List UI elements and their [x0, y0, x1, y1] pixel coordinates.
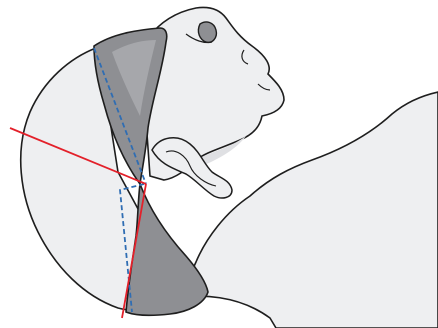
lower-pad-shape [126, 184, 208, 315]
eye-icon [198, 22, 216, 42]
